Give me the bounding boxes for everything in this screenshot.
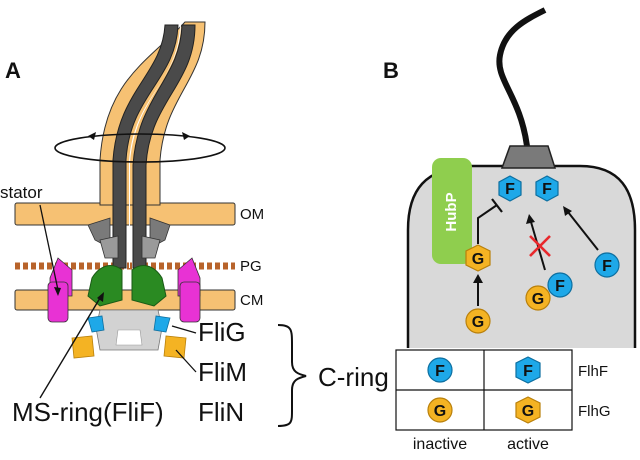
ms-ring-label: MS-ring(FliF) <box>12 397 164 427</box>
flhg-active-label: G <box>472 251 484 268</box>
flig-label: FliG <box>198 317 246 347</box>
polar-basal-body <box>500 145 557 169</box>
stator-pointer <box>39 204 59 291</box>
stator-pointer-head <box>54 287 61 296</box>
f-localization-arrow <box>567 211 599 251</box>
hubp-label: HubP <box>443 192 460 231</box>
flim-label: FliM <box>198 357 247 387</box>
blocked-arrowhead <box>526 214 535 224</box>
legend-row-flhg: FlhG <box>578 403 611 420</box>
ms-ring-pointer <box>39 297 101 399</box>
ms-ring-right <box>131 265 167 307</box>
flim-left <box>71 335 95 359</box>
flagellar-filament-right <box>132 24 196 269</box>
rotation-arrowhead-left <box>88 132 96 140</box>
inhibition-line <box>477 204 498 244</box>
ms-ring-left <box>87 265 123 307</box>
block-x-2 <box>529 235 551 257</box>
flig-right <box>153 315 171 333</box>
flig-left <box>87 315 105 333</box>
polar-flagellum <box>496 7 547 147</box>
h-ring-right <box>141 235 161 259</box>
legend-flhg-active <box>515 396 541 424</box>
flhf-active-left: F <box>498 175 522 202</box>
flhf-complex-label: F <box>555 278 565 295</box>
flhg-inactive-bottom-label: G <box>472 314 484 331</box>
flim-pointer <box>175 349 197 373</box>
panel-b-label: B <box>383 58 399 83</box>
c-ring-brace <box>277 324 307 427</box>
blocked-arrow <box>530 221 546 271</box>
flhf-active-right-label: F <box>542 181 552 198</box>
legend-flhg-active-label: G <box>522 403 534 420</box>
legend-flhg-inactive-label: G <box>434 403 446 420</box>
panel-a-motor <box>14 21 236 359</box>
stator-label: stator <box>0 183 43 202</box>
ms-ring-pointer-head <box>97 292 104 302</box>
export-apparatus <box>115 329 143 346</box>
inhibition-bar <box>491 198 503 213</box>
h-ring-left <box>99 235 119 259</box>
cm-label: CM <box>240 292 263 309</box>
flhf-inactive-free-label: F <box>602 258 612 275</box>
f-localization-arrowhead <box>563 206 572 216</box>
om-label: OM <box>240 206 264 223</box>
rotation-arrowhead-right <box>182 132 190 140</box>
pg-label: PG <box>240 258 262 275</box>
legend-table: F F G G <box>395 349 573 431</box>
flhf-active-right: F <box>535 175 559 202</box>
stator-left <box>47 281 69 323</box>
flhg-complex-label: G <box>532 291 544 308</box>
flhf-complex <box>547 272 573 298</box>
legend-flhf-inactive <box>427 357 453 383</box>
legend-flhf-inactive-label: F <box>435 363 445 380</box>
legend-flhg-inactive <box>427 397 453 423</box>
legend-flhf-active-label: F <box>523 363 533 380</box>
stator-right <box>179 281 201 323</box>
flhg-complex <box>525 285 551 311</box>
flhg-inactive-bottom <box>465 308 491 334</box>
rotation-ellipse <box>54 133 226 163</box>
g-activation-arrowhead <box>473 274 483 283</box>
legend-row-flhf: FlhF <box>578 363 608 380</box>
legend-col-inactive: inactive <box>413 436 467 453</box>
flhf-inactive-free <box>594 252 620 278</box>
panel-a-label: A <box>5 58 21 83</box>
flhg-active: G <box>465 244 491 272</box>
flhf-active-left-label: F <box>505 181 515 198</box>
flin-label: FliN <box>198 397 244 427</box>
legend-col-active: active <box>507 436 549 453</box>
flig-pointer <box>171 325 197 334</box>
flim-right <box>163 335 187 359</box>
legend-flhf-active <box>515 356 541 384</box>
c-ring-label: C-ring <box>318 362 389 392</box>
hubp-box <box>432 158 472 264</box>
